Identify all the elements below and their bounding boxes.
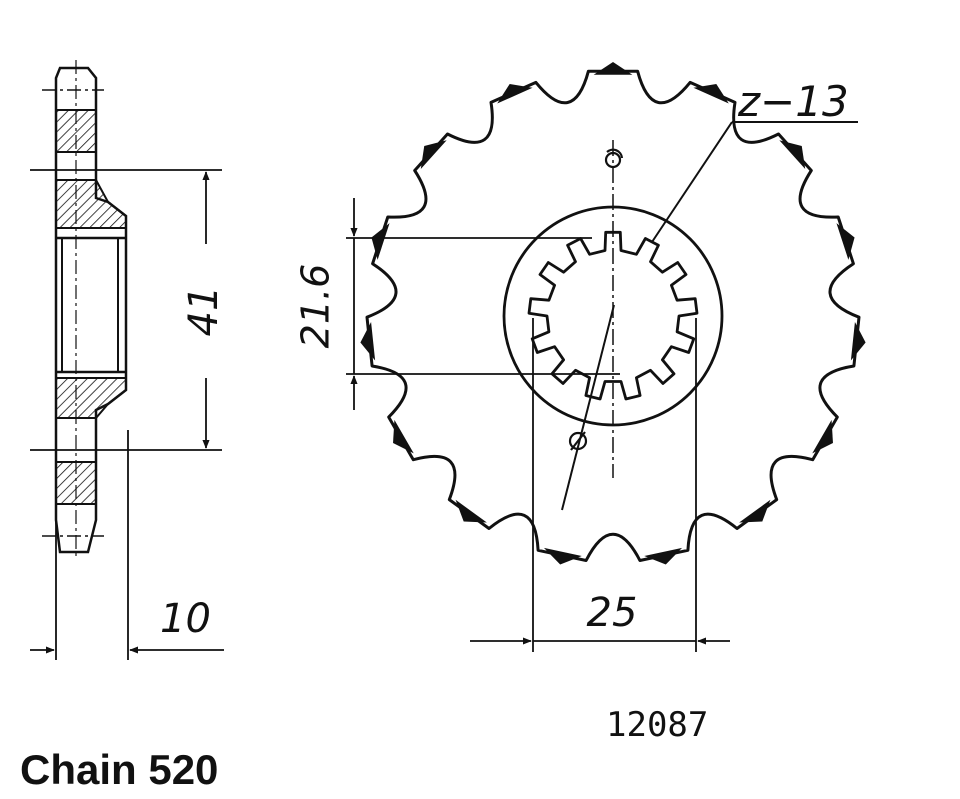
tooth-tip (739, 499, 771, 523)
hatch-hub-top (55, 179, 127, 229)
thickness-label: 10 (160, 596, 211, 642)
spline-count-label: z−13 (737, 77, 849, 126)
tooth-tip (543, 547, 582, 565)
height-label: 41 (181, 286, 227, 337)
spline-leader (651, 121, 733, 243)
tooth-tip (693, 83, 729, 104)
tooth-tip (455, 499, 487, 523)
tooth-tip (850, 321, 866, 361)
sprocket-outline (365, 69, 861, 562)
top-center-mark-arc (606, 148, 624, 159)
height-dimension (30, 169, 222, 451)
tooth-tip (420, 140, 447, 169)
chain-caption: Chain 520 (20, 746, 218, 793)
tooth-tip (836, 223, 855, 260)
tooth-tip (812, 419, 833, 454)
front-view (360, 62, 866, 565)
oblique-axis (561, 304, 615, 511)
part-number: 12087 (606, 705, 708, 745)
top-center-mark (604, 151, 622, 169)
tooth-tip (779, 140, 806, 169)
bolt-span-label: 25 (587, 590, 638, 636)
tooth-tip (593, 62, 633, 75)
spline-diameter-label: 21.6 (294, 264, 338, 349)
spline-diameter-dimension (346, 198, 620, 410)
side-view (42, 60, 128, 560)
tooth-tip (497, 83, 533, 104)
thickness-dimension (30, 430, 224, 660)
tooth-tip (644, 547, 683, 565)
hatch-hub-bottom (55, 377, 127, 419)
spline-bore (527, 230, 699, 401)
tooth-tip (393, 419, 414, 454)
bolt-span-dimension (470, 318, 730, 652)
tooth-tips (360, 62, 866, 565)
tooth-tip (360, 321, 376, 361)
tooth-tip (371, 223, 390, 260)
